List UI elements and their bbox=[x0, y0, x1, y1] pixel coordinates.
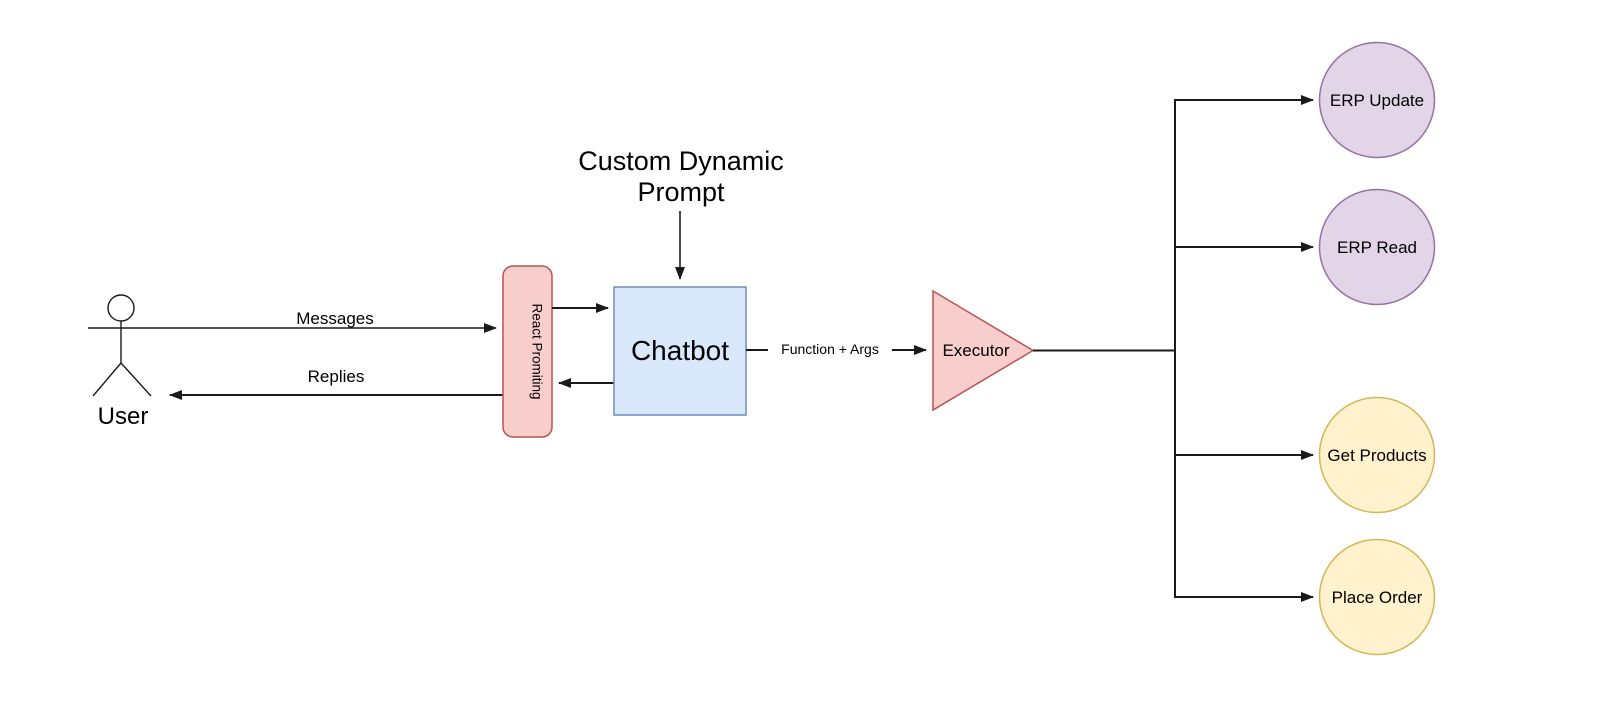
react-prompting-label: React Promiting bbox=[530, 303, 545, 399]
custom-dynamic-prompt-label-line1: Custom Dynamic bbox=[578, 146, 784, 176]
tool-branch-edges bbox=[1033, 95, 1314, 602]
custom-dynamic-prompt-label-line2: Prompt bbox=[637, 177, 725, 207]
react-prompting-node bbox=[502, 265, 553, 438]
messages-label: Messages bbox=[296, 309, 373, 328]
erp-read-node bbox=[1318, 188, 1436, 306]
place-order-label: Place Order bbox=[1332, 588, 1423, 607]
actor-left-leg bbox=[92, 362, 122, 397]
erp-read-label: ERP Read bbox=[1337, 238, 1417, 257]
actor-head bbox=[107, 294, 135, 322]
user-actor bbox=[92, 294, 152, 397]
erp-update-label: ERP Update bbox=[1330, 91, 1424, 110]
get-products-label: Get Products bbox=[1327, 446, 1426, 465]
replies-label: Replies bbox=[308, 367, 365, 386]
function-args-label-bg bbox=[768, 339, 892, 356]
messages-label-bg bbox=[283, 310, 387, 327]
get-products-node bbox=[1318, 396, 1436, 514]
executor-label: Executor bbox=[942, 341, 1009, 360]
function-args-label: Function + Args bbox=[781, 341, 879, 357]
erp-update-node bbox=[1318, 41, 1436, 159]
chatbot-label: Chatbot bbox=[631, 335, 729, 366]
chatbot-node bbox=[613, 286, 747, 416]
actor-right-leg bbox=[120, 362, 152, 397]
user-label: User bbox=[98, 403, 149, 430]
place-order-node bbox=[1318, 538, 1436, 656]
executor-node bbox=[932, 289, 1035, 412]
